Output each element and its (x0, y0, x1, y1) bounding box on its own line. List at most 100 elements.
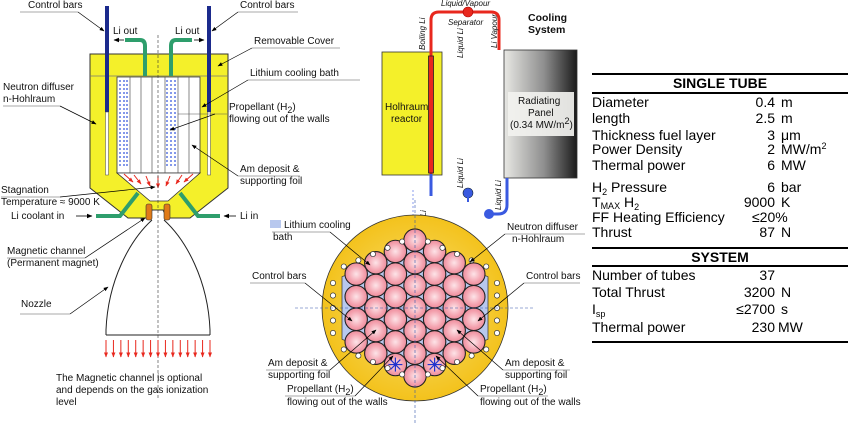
control-bar-hole (340, 263, 347, 270)
single-tube-header: SINGLE TUBE (673, 75, 767, 91)
injector-ray (394, 364, 401, 370)
control-bar-hole (330, 330, 336, 336)
leader-lithium-cooling (329, 231, 371, 266)
note-line-1: The Magnetic channel is optional (56, 373, 202, 384)
control-bar-hole (330, 280, 336, 286)
pump-node (462, 187, 474, 199)
leader-control-bars-left (77, 11, 105, 32)
label-neutron-diffuser-1: Neutron diffuser (3, 82, 75, 93)
outlet-node (484, 209, 494, 219)
leader-propellant-left-b (354, 355, 394, 397)
leader-propellant (169, 113, 216, 131)
fuel-tube (383, 262, 408, 286)
control-bar-channel-right (207, 111, 211, 176)
fuel-tube (422, 284, 447, 309)
separator-node (462, 6, 474, 18)
lithium-cooling-bath (116, 76, 201, 174)
label-neutron-diffuser-2b: n-Hohlraum (512, 234, 564, 245)
label-control-bars-right: Control bars (240, 0, 294, 11)
control-bar-hole (384, 244, 391, 251)
core-cross-section: Lithium cooling bath Neutron diffuser n-… (250, 200, 585, 425)
row-unit-thermal-power: MW (781, 157, 807, 173)
label-lithium-cooling-1: Lithium cooling (284, 220, 351, 231)
fuel-tube (422, 307, 447, 332)
control-bar-hole (483, 346, 490, 353)
row-label-h2-pressure: H2 Pressure (592, 179, 667, 197)
control-bar-right (207, 6, 211, 112)
reactor-label-2: reactor (391, 114, 423, 125)
control-bar-hole (454, 358, 460, 365)
label-liquid-li-top: Liquid Li (456, 28, 465, 58)
fuel-tube (344, 262, 368, 286)
label-neutron-diffuser-2: n-Hohlraum (3, 94, 55, 105)
fuel-tube (462, 262, 486, 286)
label-am-deposit-2c: supporting foil (505, 370, 567, 381)
row-unit-diameter: m (781, 94, 793, 110)
control-bar-hole (424, 238, 431, 245)
row-unit-h2-pressure: bar (781, 179, 802, 195)
label-li-vapour: Li Vapour (490, 14, 499, 48)
label-separator: Separator (448, 18, 483, 27)
fuel-tube (442, 273, 466, 298)
legend-swatch-bath (270, 220, 281, 228)
leader-nozzle (69, 286, 109, 315)
fuel-tube (364, 251, 388, 275)
fuel-tube (462, 307, 486, 332)
control-bar-hole (483, 263, 490, 270)
reactor-side-view: Control bars Control bars Li out Li out … (1, 0, 360, 408)
label-neutron-diffuser-1b: Neutron diffuser (507, 222, 579, 233)
fuel-tube (344, 330, 368, 354)
system-header: SYSTEM (691, 249, 749, 265)
label-propellant-2c: flowing out of the walls (480, 397, 581, 408)
label-nozzle: Nozzle (21, 299, 52, 310)
fuel-tube (383, 284, 408, 309)
label-am-deposit-2b: supporting foil (268, 370, 330, 381)
row-value-isp: ≤2700 (736, 301, 775, 317)
control-bar-hole (494, 280, 500, 286)
leader-am-deposit (191, 144, 239, 177)
label-propellant-1c: Propellant (H2) (480, 384, 547, 397)
tube-walls (129, 77, 190, 173)
fuel-tube (462, 330, 486, 354)
cooling-system: Liquid/Vapour Separator Cooling System B… (381, 0, 578, 240)
fuel-tube (364, 273, 388, 298)
leader-control-bars-right-b (477, 282, 525, 322)
reactor-label-1: Holhraum (385, 102, 428, 113)
li-out-pipe-right (169, 38, 192, 76)
row-label-ff-efficiency: FF Heating Efficiency (592, 209, 725, 225)
leader-lithium-cooling-bath (201, 79, 249, 108)
label-liquid-vapour: Liquid/Vapour (441, 0, 490, 8)
control-bar-hole (384, 365, 391, 372)
fuel-tube (442, 318, 466, 343)
control-bar-hole (494, 292, 500, 299)
fuel-tube (462, 284, 486, 309)
leader-removable-cover (217, 47, 253, 67)
specs-table: SINGLE TUBE Diameter 0.4 m length 2.5 m … (592, 73, 848, 343)
row-label-tmax: TMAX H2 (592, 194, 639, 212)
control-bar-hole (399, 238, 406, 245)
row-label-total-thrust: Total Thrust (592, 284, 665, 300)
row-value-system-thermal-power: 230 (752, 319, 776, 335)
fuel-tube (364, 341, 388, 365)
label-am-deposit-1c: Am deposit & (505, 358, 565, 369)
label-control-bars-left-b: Control bars (252, 271, 306, 282)
radiating-panel-label-bg (508, 92, 574, 136)
magnet-right (163, 203, 171, 221)
row-unit-total-thrust: N (781, 284, 791, 300)
control-bar-hole (439, 244, 446, 251)
leader-control-bars-left-b (304, 282, 353, 322)
row-unit-length: m (781, 110, 793, 126)
propellant-injectors (388, 357, 442, 372)
label-liquid-li-panel: Liquid Li (494, 180, 503, 210)
control-bar-hole (370, 358, 376, 365)
label-am-deposit-1: Am deposit & (240, 164, 300, 175)
row-value-total-thrust: 3200 (744, 284, 775, 300)
control-bar-hole (330, 317, 336, 324)
row-label-diameter: Diameter (592, 94, 649, 110)
label-propellant-2: flowing out of the walls (229, 114, 330, 125)
row-unit-isp: s (781, 301, 788, 317)
magnet-left (145, 203, 153, 221)
control-bar-hole (468, 352, 475, 359)
control-bar-left (105, 6, 109, 112)
row-value-thrust: 87 (759, 224, 775, 240)
